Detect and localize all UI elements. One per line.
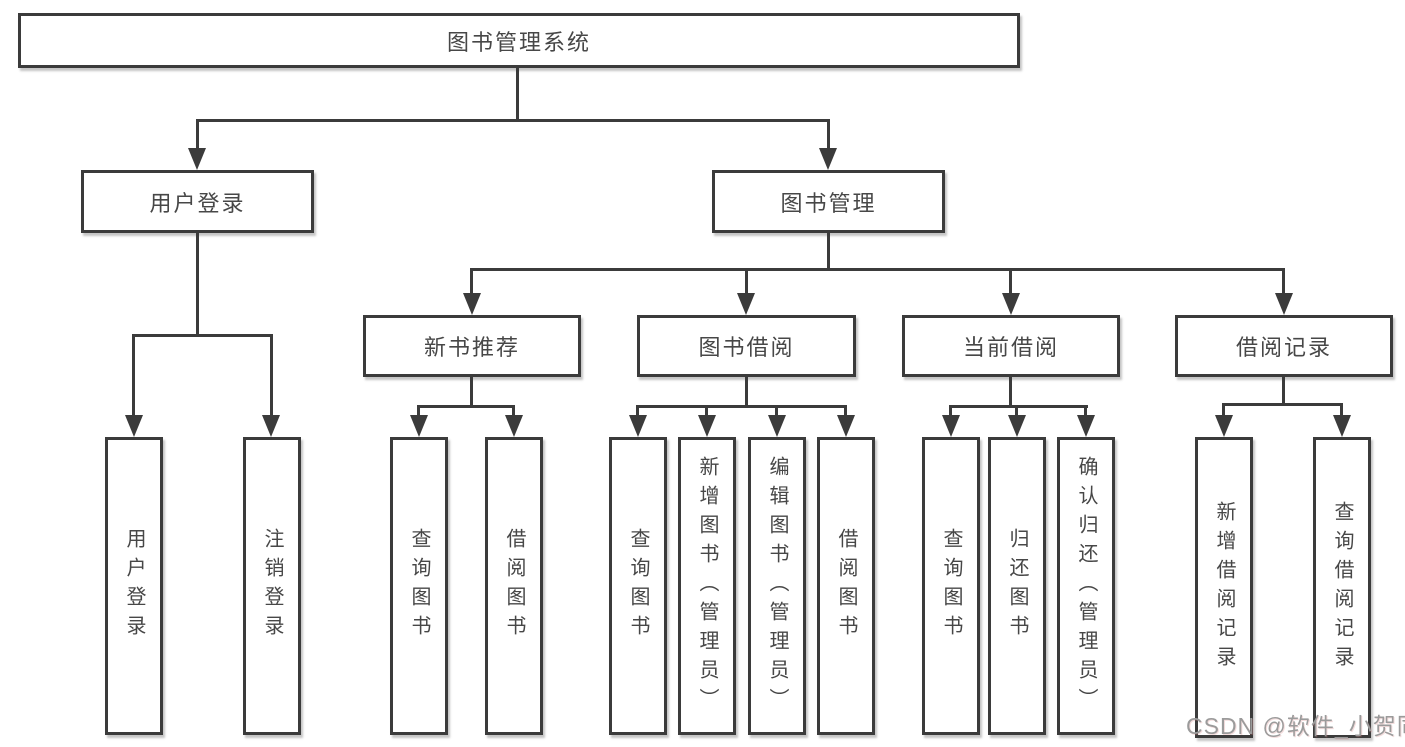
node-label: 确认归还（管理员）: [1075, 455, 1097, 717]
node-label: 新增图书（管理员）: [696, 455, 718, 717]
node-current-borrowing: 当前借阅: [902, 315, 1120, 377]
arrow-down-icon: [1002, 293, 1020, 315]
node-label: 借阅图书: [503, 528, 525, 644]
arrow-down-icon: [1008, 415, 1026, 437]
connector-leaf-drop: [132, 334, 135, 418]
connector-leaf-drop: [1222, 403, 1225, 418]
connector-current-borrowing-stem: [1009, 375, 1012, 408]
node-return-books: 归还图书: [988, 437, 1046, 735]
node-borrowing-records: 借阅记录: [1175, 315, 1393, 377]
connector-leaf-drop: [270, 334, 273, 418]
connector-current-borrowing-rail: [949, 405, 1088, 408]
connector-new-book-stem: [470, 375, 473, 408]
connector-level3-drop: [745, 268, 748, 295]
connector-leaf-drop: [636, 405, 639, 418]
arrow-down-icon: [188, 148, 206, 170]
connector-leaf-drop: [417, 405, 420, 418]
node-query-books: 查询图书: [922, 437, 980, 735]
node-label: 新书推荐: [423, 335, 520, 360]
node-borrow-books: 借阅图书: [817, 437, 875, 735]
arrow-down-icon: [629, 415, 647, 437]
arrow-down-icon: [768, 415, 786, 437]
connector-level3-drop: [1282, 268, 1285, 295]
node-add-borrow-record: 新增借阅记录: [1195, 437, 1253, 738]
node-borrow-books: 借阅图书: [485, 437, 543, 735]
connector-level3-drop: [470, 268, 473, 295]
connector-leaf-drop: [1340, 403, 1343, 418]
node-label: 当前借阅: [962, 335, 1059, 360]
node-label: 查询借阅记录: [1331, 500, 1353, 675]
node-book-management: 图书管理: [712, 170, 945, 233]
node-new-book-recommend: 新书推荐: [363, 315, 581, 377]
connector-book-borrowing-rail: [636, 405, 847, 408]
node-query-books: 查询图书: [390, 437, 448, 735]
connector-leaf-drop: [1084, 405, 1087, 418]
connector-user-login-stem: [196, 233, 199, 337]
connector-leaf-drop: [844, 405, 847, 418]
connector-book-management-stem: [827, 233, 830, 271]
arrow-down-icon: [125, 415, 143, 437]
node-label: 归还图书: [1006, 528, 1028, 644]
connector-new-book-rail: [417, 405, 515, 408]
arrow-down-icon: [1275, 293, 1293, 315]
node-label: 图书借阅: [698, 335, 795, 360]
connector-borrowing-records-rail: [1222, 403, 1343, 406]
arrow-down-icon: [698, 415, 716, 437]
arrow-down-icon: [837, 415, 855, 437]
node-label: 图书管理: [780, 190, 877, 216]
arrow-down-icon: [737, 293, 755, 315]
node-add-book-admin: 新增图书（管理员）: [678, 437, 736, 735]
csdn-watermark: CSDN @软件_小贺同学: [1186, 713, 1405, 739]
node-label: 图书管理系统: [446, 29, 591, 55]
connector-user-login-drop: [196, 119, 199, 150]
connector-leaf-drop: [949, 405, 952, 418]
connector-leaf-drop: [512, 405, 515, 418]
arrow-down-icon: [505, 415, 523, 437]
node-user-login-leaf: 用户登录: [105, 437, 163, 735]
connector-leaf-drop: [775, 405, 778, 418]
connector-user-login-rail: [132, 334, 272, 337]
node-edit-book-admin: 编辑图书（管理员）: [748, 437, 806, 735]
node-label: 注销登录: [261, 528, 283, 644]
connector-level3-rail: [470, 268, 1284, 271]
arrow-down-icon: [410, 415, 428, 437]
node-confirm-return-admin: 确认归还（管理员）: [1057, 437, 1115, 735]
node-label: 用户登录: [149, 190, 246, 216]
connector-borrowing-records-stem: [1282, 375, 1285, 406]
node-query-books: 查询图书: [609, 437, 667, 735]
arrow-down-icon: [463, 293, 481, 315]
arrow-down-icon: [1215, 415, 1233, 437]
node-label: 借阅图书: [835, 528, 857, 644]
node-user-login: 用户登录: [81, 170, 314, 233]
node-label: 编辑图书（管理员）: [766, 455, 788, 717]
arrow-down-icon: [262, 415, 280, 437]
arrow-down-icon: [819, 148, 837, 170]
connector-level2-rail: [196, 119, 830, 122]
node-label: 用户登录: [123, 528, 145, 644]
connector-leaf-drop: [705, 405, 708, 418]
connector-leaf-drop: [1015, 405, 1018, 418]
node-label: 查询图书: [940, 528, 962, 644]
node-label: 借阅记录: [1235, 335, 1332, 360]
arrow-down-icon: [942, 415, 960, 437]
arrow-down-icon: [1077, 415, 1095, 437]
node-label: 查询图书: [627, 528, 649, 644]
connector-book-management-drop: [827, 119, 830, 150]
node-label: 新增借阅记录: [1213, 500, 1235, 675]
node-query-borrow-record: 查询借阅记录: [1313, 437, 1371, 738]
node-book-borrowing: 图书借阅: [637, 315, 856, 377]
connector-book-borrowing-stem: [745, 375, 748, 408]
node-label: 查询图书: [408, 528, 430, 644]
connector-root-stem: [516, 67, 519, 122]
arrow-down-icon: [1333, 415, 1351, 437]
node-logout: 注销登录: [243, 437, 301, 735]
node-library-management-system: 图书管理系统: [18, 13, 1020, 68]
connector-level3-drop: [1009, 268, 1012, 295]
